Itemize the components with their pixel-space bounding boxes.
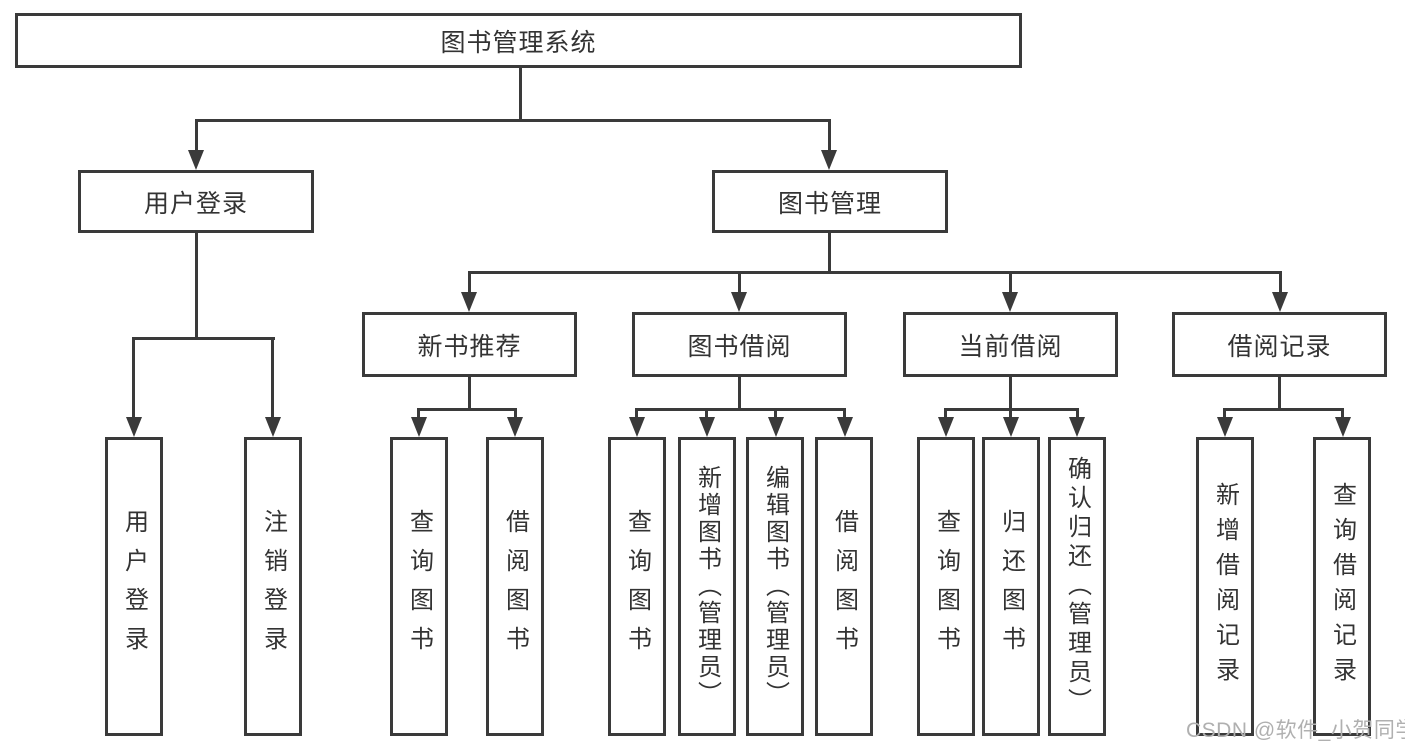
node-label: 注销登录 (259, 508, 287, 665)
connector-line (195, 119, 198, 152)
node-current-borrowing: 当前借阅 (903, 312, 1118, 377)
connector-line (468, 271, 1282, 274)
node-label: 新书推荐 (417, 332, 522, 361)
node-label: 查询图书 (932, 508, 960, 665)
connector-line (635, 408, 846, 411)
node-label: 借阅图书 (501, 508, 529, 665)
leaf-add-borrow-record: 新增借阅记录 (1196, 437, 1254, 736)
arrow-down-icon (507, 417, 523, 437)
leaf-edit-books-admin: 编辑图书（管理员） (746, 437, 804, 736)
node-label: 用户登录 (120, 508, 148, 665)
connector-line (738, 271, 741, 294)
arrow-down-icon (1002, 292, 1018, 312)
connector-line (828, 233, 831, 271)
arrow-down-icon (938, 417, 954, 437)
node-new-book-recommendation: 新书推荐 (362, 312, 577, 377)
node-label: 编辑图书（管理员） (761, 465, 789, 708)
arrow-down-icon (188, 150, 204, 170)
node-label: 用户登录 (143, 189, 248, 218)
connector-line (132, 337, 275, 340)
node-label: 查询图书 (405, 508, 433, 665)
arrow-down-icon (731, 292, 747, 312)
connector-line (738, 377, 741, 408)
leaf-query-books-current: 查询图书 (917, 437, 975, 736)
connector-line (1223, 408, 1344, 411)
connector-line (705, 408, 708, 420)
node-label: 新增图书（管理员） (693, 465, 721, 708)
connector-line (468, 377, 471, 408)
leaf-user-login: 用户登录 (105, 437, 163, 736)
leaf-borrow-books-recommend: 借阅图书 (486, 437, 544, 736)
arrow-down-icon (629, 417, 645, 437)
arrow-down-icon (699, 417, 715, 437)
connector-line (828, 119, 831, 152)
arrow-down-icon (1335, 417, 1351, 437)
arrow-down-icon (1003, 417, 1019, 437)
node-library-management-system: 图书管理系统 (15, 13, 1022, 68)
connector-line (271, 337, 274, 418)
csdn-watermark: CSDN @软件_小贺同学 (1186, 719, 1405, 742)
connector-line (417, 408, 517, 411)
arrow-down-icon (1069, 417, 1085, 437)
connector-line (514, 408, 517, 420)
connector-line (195, 119, 831, 122)
node-label: 归还图书 (997, 508, 1025, 665)
arrow-down-icon (1272, 292, 1288, 312)
connector-line (843, 408, 846, 420)
node-label: 图书管理 (777, 189, 882, 218)
connector-line (1279, 271, 1282, 294)
leaf-query-borrow-record: 查询借阅记录 (1313, 437, 1371, 736)
node-label: 图书管理系统 (440, 28, 597, 57)
connector-line (1341, 408, 1344, 420)
connector-line (944, 408, 947, 420)
leaf-query-books-recommend: 查询图书 (390, 437, 448, 736)
connector-line (195, 233, 198, 337)
arrow-down-icon (821, 150, 837, 170)
leaf-return-books: 归还图书 (982, 437, 1040, 736)
node-label: 确认归还（管理员） (1063, 456, 1091, 717)
connector-line (132, 337, 135, 418)
connector-line (468, 271, 471, 294)
connector-line (417, 408, 420, 420)
leaf-confirm-return-admin: 确认归还（管理员） (1048, 437, 1106, 736)
leaf-borrow-books: 借阅图书 (815, 437, 873, 736)
node-label: 借阅记录 (1227, 332, 1332, 361)
connector-line (1009, 377, 1012, 408)
node-label: 借阅图书 (830, 508, 858, 665)
node-label: 查询借阅记录 (1328, 481, 1356, 692)
connector-line (1223, 408, 1226, 420)
node-borrowing-records: 借阅记录 (1172, 312, 1387, 377)
arrow-down-icon (837, 417, 853, 437)
arrow-down-icon (126, 417, 142, 437)
leaf-query-books-borrowing: 查询图书 (608, 437, 666, 736)
node-book-management: 图书管理 (712, 170, 948, 233)
connector-line (774, 408, 777, 420)
connector-line (1278, 377, 1281, 408)
leaf-add-books-admin: 新增图书（管理员） (678, 437, 736, 736)
connector-line (1009, 408, 1012, 420)
arrow-down-icon (265, 417, 281, 437)
leaf-logout: 注销登录 (244, 437, 302, 736)
connector-line (1009, 271, 1012, 294)
connector-line (635, 408, 638, 420)
node-book-borrowing: 图书借阅 (632, 312, 847, 377)
node-label: 查询图书 (623, 508, 651, 665)
node-label: 新增借阅记录 (1211, 481, 1239, 692)
arrow-down-icon (411, 417, 427, 437)
connector-line (519, 68, 522, 119)
node-label: 当前借阅 (958, 332, 1063, 361)
node-label: 图书借阅 (687, 332, 792, 361)
node-user-login: 用户登录 (78, 170, 314, 233)
arrow-down-icon (768, 417, 784, 437)
arrow-down-icon (461, 292, 477, 312)
connector-line (1076, 408, 1079, 420)
arrow-down-icon (1217, 417, 1233, 437)
